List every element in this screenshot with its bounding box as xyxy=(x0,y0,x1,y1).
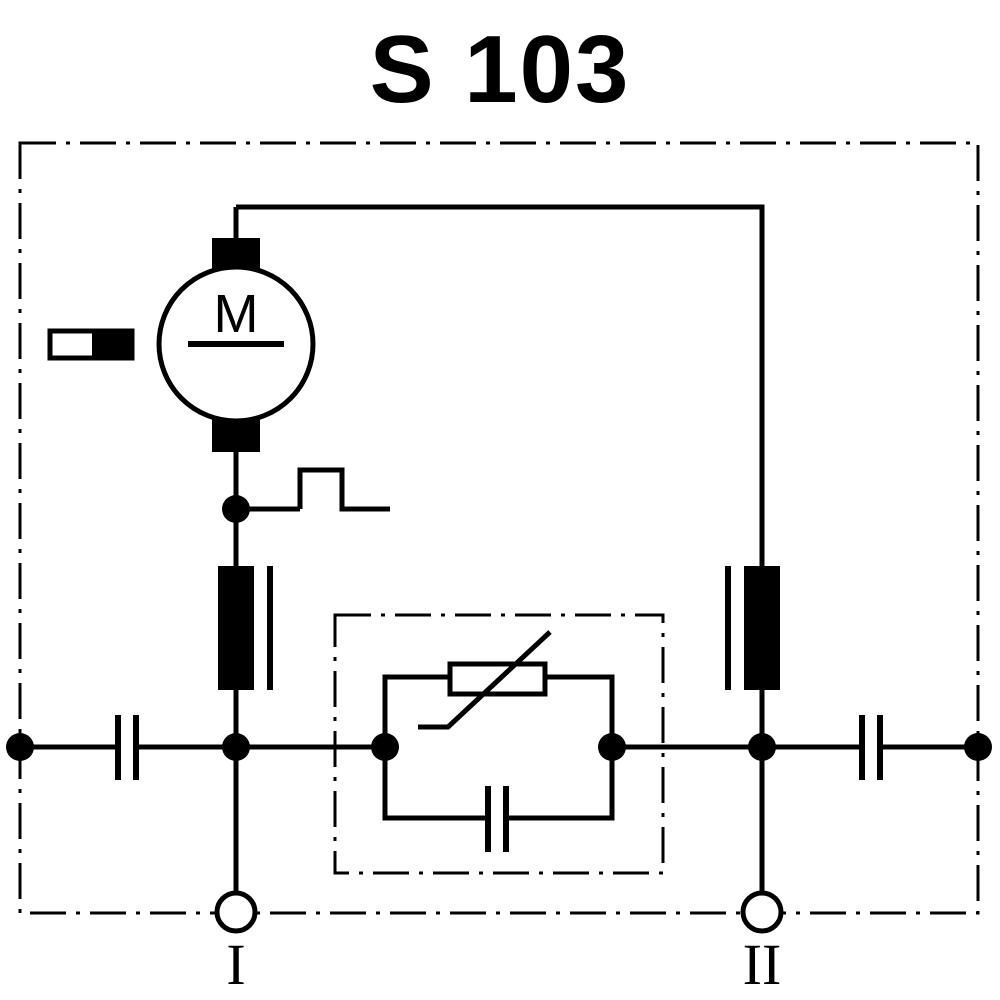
switch-icon xyxy=(47,328,135,361)
module-wiring xyxy=(382,674,615,821)
choke-left xyxy=(218,566,273,690)
junction-dot xyxy=(222,495,250,523)
inner-enclosure xyxy=(333,613,665,875)
terminal-2-connector xyxy=(740,890,784,934)
pulse-signal-icon xyxy=(297,467,390,512)
junctions xyxy=(6,495,992,761)
diagram-title: S 103 xyxy=(369,16,631,123)
terminal-2-label: II xyxy=(742,932,782,997)
motor: M xyxy=(156,238,316,452)
junction-dot xyxy=(222,733,250,761)
junction-dot xyxy=(748,733,776,761)
top-wire xyxy=(236,204,765,566)
terminal-1-connector xyxy=(214,890,258,934)
motor-letter: M xyxy=(214,284,259,344)
junction-dot xyxy=(6,733,34,761)
outer-enclosure xyxy=(18,141,980,915)
capacitor-left xyxy=(115,715,139,780)
capacitor-right xyxy=(859,715,883,780)
terminal-1-label: I xyxy=(226,932,246,997)
choke-right xyxy=(725,566,780,690)
junction-dot xyxy=(964,733,992,761)
capacitor-module xyxy=(485,786,509,852)
junction-dot xyxy=(371,733,399,761)
junction-dot xyxy=(598,733,626,761)
varistor xyxy=(418,630,552,730)
